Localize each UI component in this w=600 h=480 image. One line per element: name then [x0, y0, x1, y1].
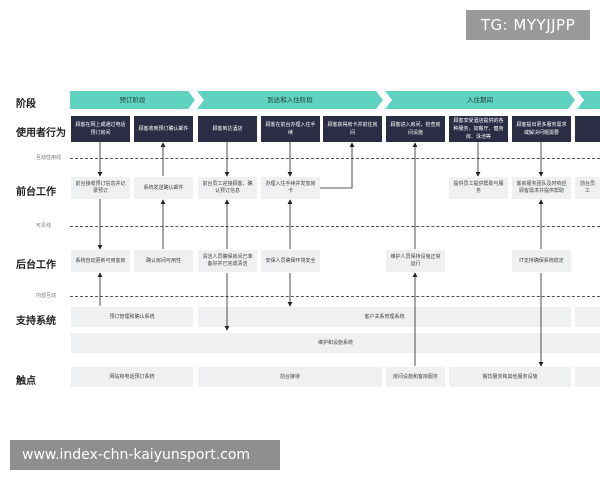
user-action-confirm-email: 顾客收到预订确认邮件 — [134, 116, 193, 142]
support-crm-system: 客户关系管理系统 — [198, 307, 571, 327]
back-security: 安保人员确保环境安全 — [261, 250, 320, 272]
row-label-back: 后台工作 — [16, 260, 56, 271]
touch-room-facilities: 房间设施和客房服务 — [386, 367, 445, 387]
row-label-front: 前台工作 — [16, 187, 56, 198]
touch-partial — [575, 367, 600, 387]
front-staff-help: 提供员工提供帮助与服务 — [449, 177, 508, 199]
touch-booking-channels: 网站和电话预订系统 — [71, 367, 193, 387]
user-action-arrive: 顾客到达酒店 — [198, 116, 257, 142]
row-label-touch: 触点 — [16, 376, 36, 387]
stage-booking: 预订阶段 — [70, 91, 195, 109]
stage-next — [577, 91, 600, 109]
user-action-room-card: 顾客获得房卡并前往房间 — [323, 116, 382, 142]
back-update-rooms: 系统自动更新可用客房 — [71, 250, 130, 272]
watermark-bottom: www.index-chn-kaiyunsport.com — [10, 440, 280, 470]
stage-arrival: 到达和入住阶段 — [197, 91, 383, 109]
line-label-visibility: 可见线 — [36, 223, 52, 229]
front-greet-guest: 前台员工迎接顾客，确认预订信息 — [198, 177, 257, 199]
back-cleaning: 清洁人员确保房间已准备好并已完成清洁 — [198, 250, 257, 272]
user-action-inspect-room: 顾客进入房间，检查房间设施 — [386, 116, 445, 142]
front-send-confirmation: 系统发送确认邮件 — [134, 177, 193, 199]
line-label-internal: 内部互动 — [36, 293, 57, 299]
front-staff-partial: 前台员工 — [575, 177, 600, 199]
front-record-booking: 前台接收预订信息并记录预订 — [71, 177, 130, 199]
front-room-service: 客房服务团队及时响应顾客需求并提供帮助 — [512, 177, 571, 199]
support-maintenance-system: 维护和设施系统 — [71, 333, 600, 353]
back-maintenance: 维护人员保持设施正常运行 — [386, 250, 445, 272]
visibility-line — [70, 226, 600, 227]
line-label-interaction: 互动性用线 — [36, 155, 62, 161]
interaction-line — [70, 158, 600, 159]
row-label-user: 使用者行为 — [16, 128, 66, 139]
support-booking-system: 预订管理和确认系统 — [71, 307, 193, 327]
user-action-more-needs: 顾客提出更多服务需求或解决问题需要 — [512, 116, 571, 142]
arrow-card-feedback — [320, 142, 355, 189]
stage-stay: 入住期间 — [385, 91, 575, 109]
user-action-checkin: 顾客在前台办理入住手续 — [261, 116, 320, 142]
internal-line — [70, 296, 600, 297]
support-crm-partial — [575, 307, 600, 327]
user-action-enjoy-services: 顾客享受酒店提供的各种服务，如餐厅、健身房、泳池等 — [449, 116, 508, 142]
user-action-partial — [575, 116, 600, 142]
back-check-availability: 确认房间可用性 — [134, 250, 193, 272]
front-issue-card: 办理入住手续并发放房卡 — [261, 177, 320, 199]
touch-dining-services: 餐饮服务和其他服务设施 — [449, 367, 571, 387]
watermark-top: TG: MYYJJPP — [466, 10, 590, 40]
back-it-support: IT支持确保系统稳定 — [512, 250, 571, 272]
row-label-support: 支持系统 — [16, 316, 56, 327]
user-action-book: 顾客在网上或通过电话预订房间 — [71, 116, 130, 142]
touch-front-desk: 前台接待 — [198, 367, 382, 387]
row-label-stage: 阶段 — [16, 99, 36, 110]
